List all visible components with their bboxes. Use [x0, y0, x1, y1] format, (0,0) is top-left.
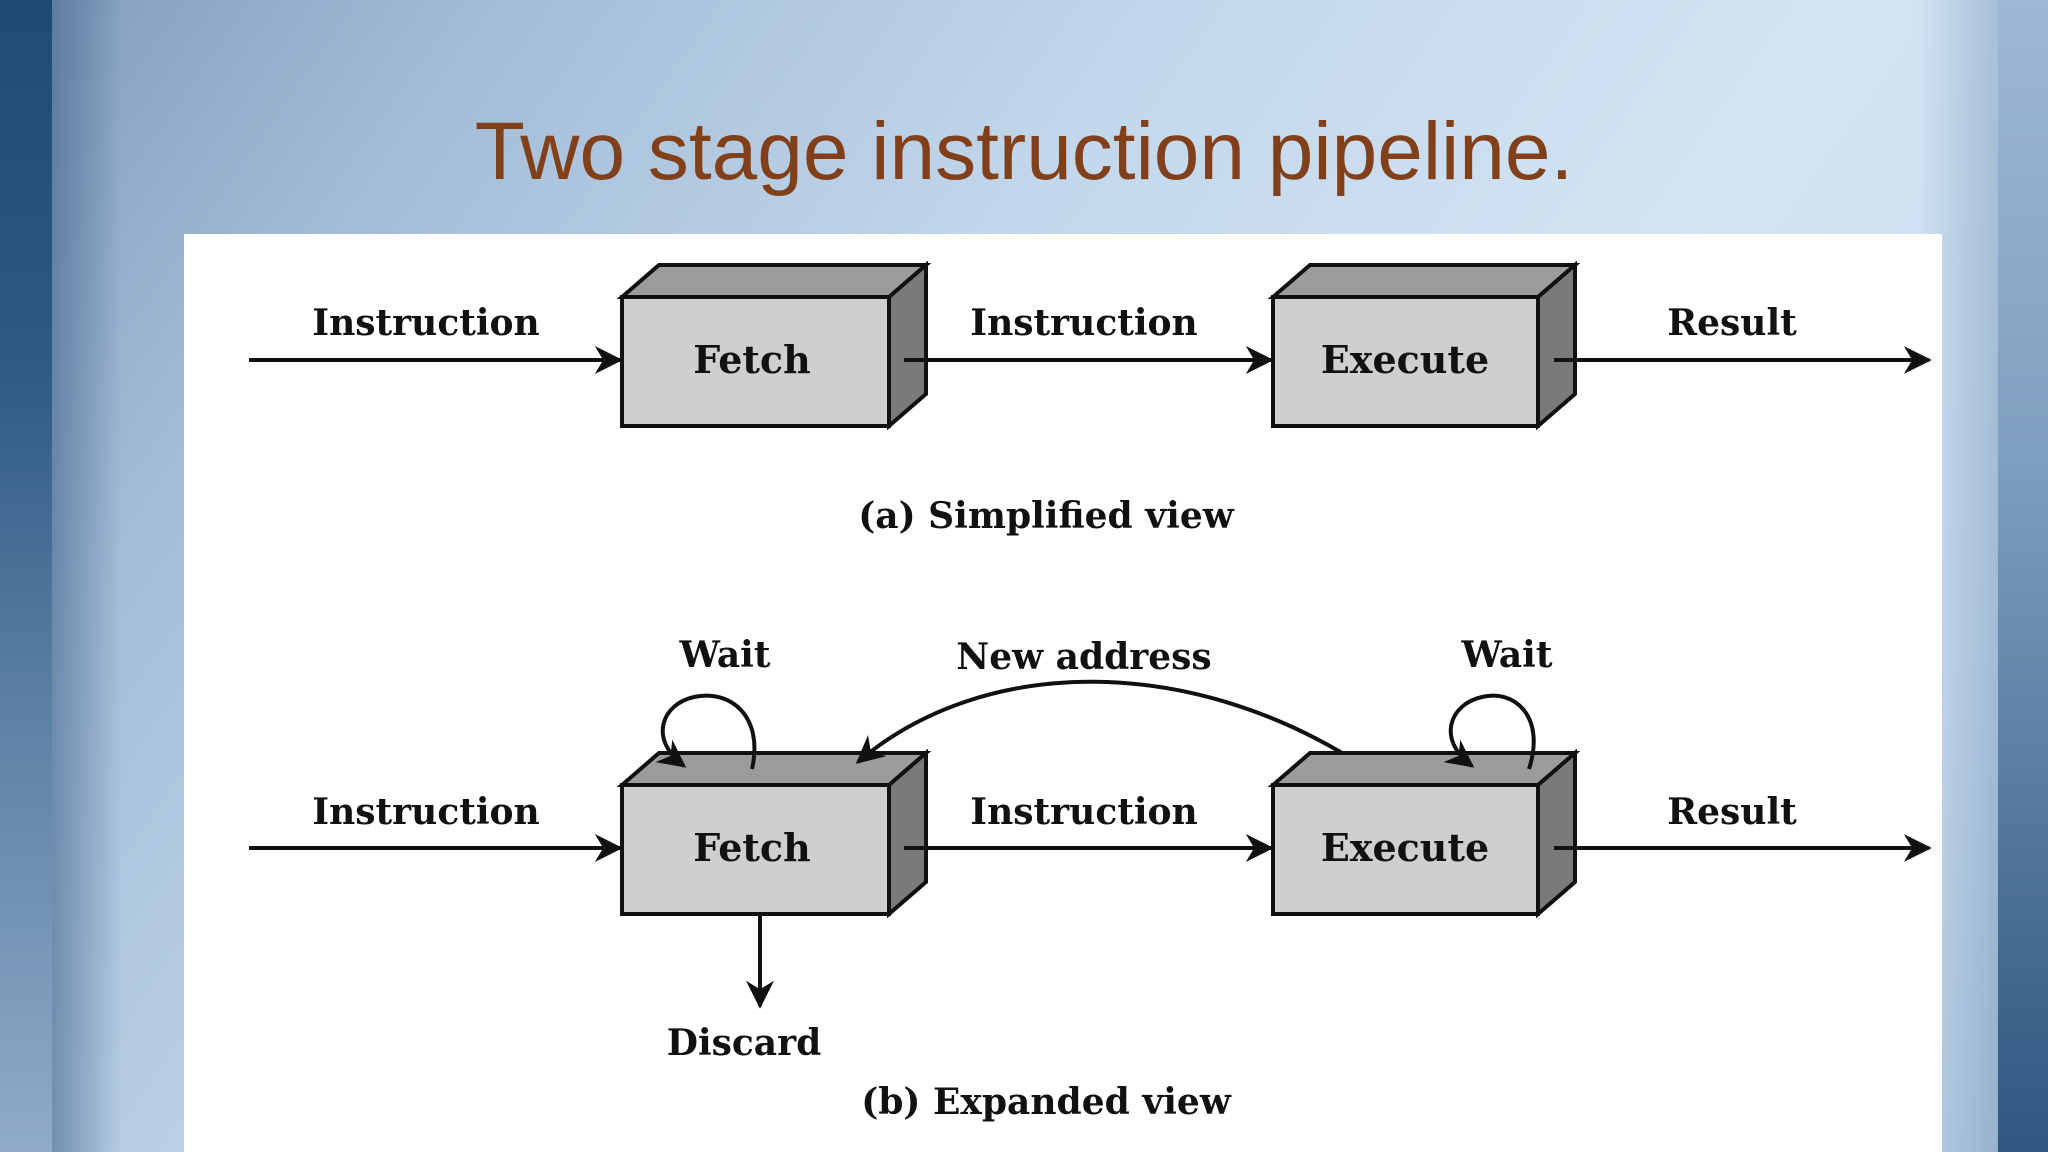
fetch-wait-loop-arrow	[655, 693, 757, 770]
expanded-execute-label: Execute	[1321, 825, 1489, 870]
expanded-caption: (b) Expanded view	[861, 1081, 1232, 1123]
simplified-input-label: Instruction	[312, 302, 539, 344]
simplified-fetch-label: Fetch	[693, 337, 810, 382]
execute-wait-label: Wait	[1461, 634, 1553, 676]
simplified-middle-label: Instruction	[970, 302, 1197, 344]
expanded-execute-box: Execute	[1267, 748, 1581, 919]
left-edge-bar	[0, 0, 52, 1152]
figure-panel	[184, 234, 1942, 1152]
simplified-view: Instruction Fetch Instruction Execute Re…	[249, 260, 1932, 537]
expanded-output-label: Result	[1667, 791, 1797, 833]
slide-title: Two stage instruction pipeline.	[474, 106, 1574, 197]
left-edge-shade	[52, 0, 122, 1152]
discard-label: Discard	[667, 1022, 822, 1064]
execute-wait-loop-arrow	[1443, 693, 1536, 770]
expanded-fetch-label: Fetch	[693, 825, 810, 870]
fetch-wait-label: Wait	[679, 634, 771, 676]
simplified-output-label: Result	[1667, 302, 1797, 344]
pipeline-diagram: Instruction Fetch Instruction Execute Re…	[249, 260, 1932, 1123]
new-address-label: New address	[956, 636, 1211, 678]
simplified-fetch-box: Fetch	[616, 260, 932, 431]
expanded-fetch-box: Fetch	[616, 748, 932, 919]
expanded-input-label: Instruction	[312, 791, 539, 833]
expanded-middle-label: Instruction	[970, 791, 1197, 833]
expanded-view: Instruction Fetch Wait New address Instr…	[249, 634, 1932, 1123]
simplified-caption: (a) Simplified view	[858, 495, 1234, 537]
right-edge-bar	[1998, 0, 2048, 1152]
simplified-execute-label: Execute	[1321, 337, 1489, 382]
simplified-execute-box: Execute	[1267, 260, 1581, 431]
new-address-arrow	[855, 679, 1368, 770]
